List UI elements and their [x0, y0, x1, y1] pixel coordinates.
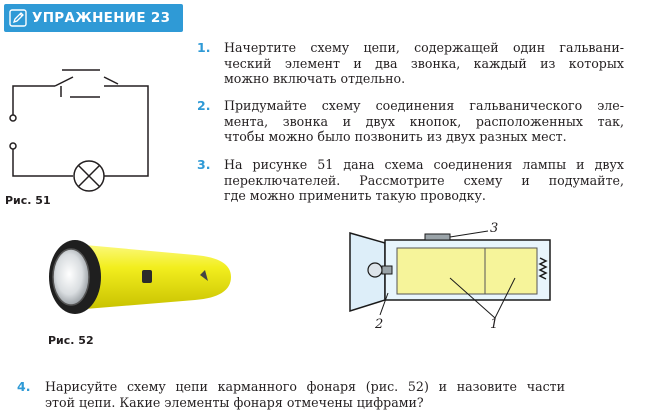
- task-line: переключателей. Рассмотрите схему и поду…: [224, 172, 624, 188]
- task-line: Придумайте схему соединения гальваническ…: [224, 98, 624, 113]
- pencil-icon: [4, 4, 32, 32]
- exercise-title: УПРАЖНЕНИЕ 23: [32, 10, 171, 26]
- task-line: чтобы можно было позвонить из двух разны…: [224, 129, 567, 144]
- flashlight-cross-section-diagram: 3 2 1: [349, 221, 551, 332]
- circuit-diagram-fig51: [9, 69, 149, 192]
- task-number: 4.: [17, 379, 31, 394]
- task-line: Начертите схему цепи, содержащей один га…: [224, 40, 624, 55]
- flashlight-image: [49, 240, 231, 314]
- task-number: 1.: [197, 40, 211, 55]
- task-number: 3.: [197, 157, 211, 172]
- task-line: где можно применить такую проводку.: [224, 188, 486, 203]
- task-line: можно включать отдельно.: [224, 71, 406, 86]
- diagram-label-3: 3: [490, 221, 498, 236]
- diagram-label-2: 2: [374, 317, 383, 332]
- exercise-header: УПРАЖНЕНИЕ 23: [4, 4, 183, 32]
- task-line: На рисунке 51 дана схема соединения ламп…: [224, 157, 624, 172]
- figure-caption-52: Рис. 52: [48, 334, 94, 347]
- diagram-label-1: 1: [490, 317, 498, 332]
- task-line: Нарисуйте схему цепи карманного фонаря (…: [45, 379, 565, 394]
- figure-caption-51: Рис. 51: [5, 194, 51, 207]
- task-number: 2.: [197, 98, 211, 113]
- task-line: мента, звонка и двух кнопок, расположенн…: [224, 113, 624, 129]
- task-line: этой цепи. Какие элементы фонаря отмечен…: [45, 394, 424, 410]
- task-line: ческий элемент и два звонка, каждый из к…: [224, 55, 624, 71]
